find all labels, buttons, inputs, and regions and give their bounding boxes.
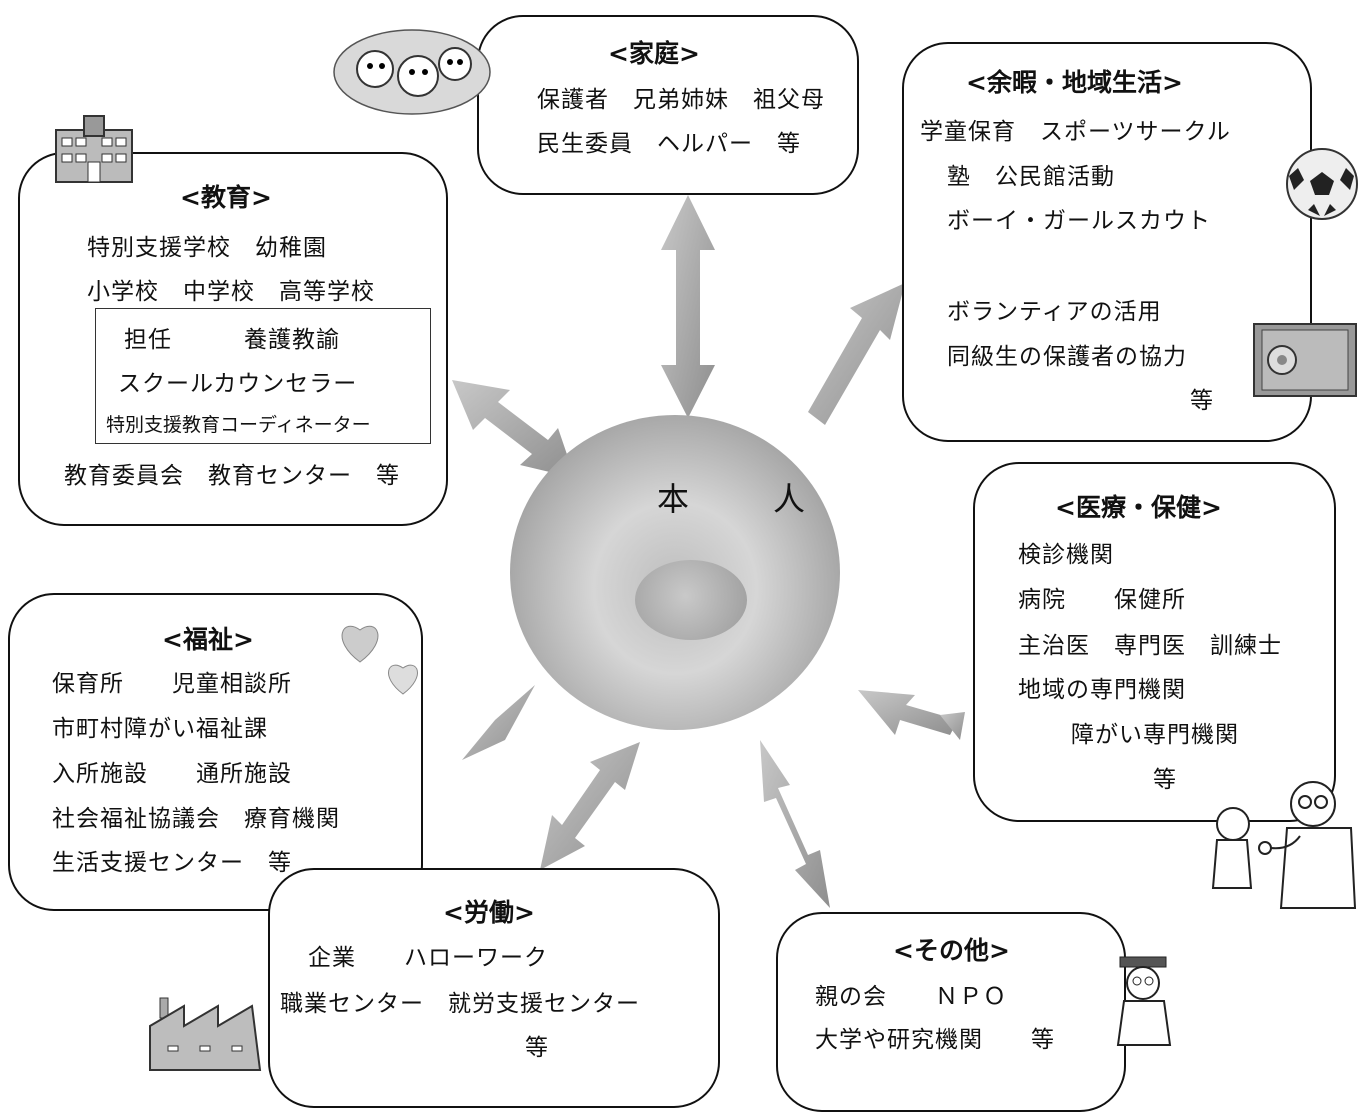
kyoiku-inner-3: 特別支援教育コーディネーター: [106, 414, 371, 436]
arrow-iryo: [858, 690, 958, 735]
school-building-icon: [55, 115, 133, 183]
fukushi-line-1: 保育所 児童相談所: [52, 671, 292, 697]
kazoku-line-2: 民生委員 ヘルパー 等: [537, 131, 801, 157]
yoka-box: [902, 42, 1312, 442]
fukushi-line-3: 入所施設 通所施設: [52, 761, 292, 787]
rodo-box: [268, 868, 720, 1108]
fukushi-line-5: 生活支援センター 等: [52, 850, 292, 876]
iryo-box: [973, 462, 1336, 822]
fukushi-line-4: 社会福祉協議会 療育機関: [52, 806, 340, 832]
fukushi-line-2: 市町村障がい福祉課: [52, 716, 268, 742]
arrow-sonota: [760, 740, 830, 908]
iryo-title: <医療・保健>: [1055, 493, 1222, 522]
yoka-line-4: ボランティアの活用: [947, 299, 1162, 325]
fukushi-title: <福祉>: [162, 625, 254, 654]
hearts-icon: [341, 625, 418, 695]
iryo-line-1: 検診機関: [1018, 542, 1114, 568]
arrow-yoka: [808, 283, 905, 425]
kazoku-line-1: 保護者 兄弟姉妹 祖父母: [537, 87, 825, 113]
kazoku-box: [477, 15, 859, 195]
kyoiku-line-2: 小学校 中学校 高等学校: [87, 279, 375, 305]
yoka-line-5: 同級生の保護者の協力: [947, 344, 1187, 370]
yoka-line-3: ボーイ・ガールスカウト: [947, 208, 1211, 234]
arrow-iryo-tip: [940, 712, 965, 740]
iryo-line-3: 主治医 専門医 訓練士: [1018, 633, 1282, 659]
iryo-line-6: 等: [1153, 767, 1177, 793]
arrow-kazoku: [661, 195, 715, 418]
iryo-line-2: 病院 保健所: [1018, 587, 1186, 613]
professor-icon: [1116, 956, 1172, 1046]
rodo-title: <労働>: [443, 898, 535, 927]
iryo-line-4: 地域の専門機関: [1018, 677, 1186, 703]
yoka-line-6: 等: [1190, 388, 1214, 414]
sonota-box: [776, 912, 1126, 1112]
arrow-kyoiku: [452, 380, 575, 478]
sonota-line-1: 親の会 ＮＰＯ: [815, 984, 1007, 1010]
factory-icon: [149, 997, 262, 1071]
kazoku-title: <家庭>: [608, 39, 700, 68]
rodo-line-3: 等: [525, 1035, 549, 1061]
kyoiku-footer: 教育委員会 教育センター 等: [64, 463, 400, 489]
sonota-line-2: 大学や研究機関 等: [815, 1027, 1055, 1053]
yoka-line-2: 塾 公民館活動: [947, 164, 1115, 190]
book-icon: [1253, 323, 1357, 397]
kyoiku-staff-frame: [95, 308, 431, 444]
rodo-line-2: 職業センター 就労支援センター: [280, 991, 640, 1017]
yoka-line-1: 学童保育 スポーツサークル: [920, 119, 1231, 145]
kyoiku-inner-1: 担任 養護教諭: [124, 327, 340, 353]
kyoiku-box: [18, 152, 448, 526]
yoka-title: <余暇・地域生活>: [966, 68, 1183, 97]
center-label: 本 人: [657, 480, 832, 518]
family-illustration-icon: [333, 29, 491, 115]
sonota-title: <その他>: [893, 936, 1010, 965]
kyoiku-line-1: 特別支援学校 幼稚園: [87, 235, 327, 261]
arrow-rodo: [540, 742, 640, 870]
smiley-face-icon: [635, 560, 747, 640]
kyoiku-inner-2: スクールカウンセラー: [118, 371, 358, 397]
kyoiku-title: <教育>: [180, 183, 272, 212]
rodo-line-1: 企業 ハローワーク: [308, 945, 548, 971]
doctor-child-icon: [1211, 781, 1357, 909]
arrow-fukushi: [462, 685, 535, 760]
iryo-line-5: 障がい専門機関: [1071, 722, 1239, 748]
soccer-ball-icon: [1286, 148, 1358, 220]
